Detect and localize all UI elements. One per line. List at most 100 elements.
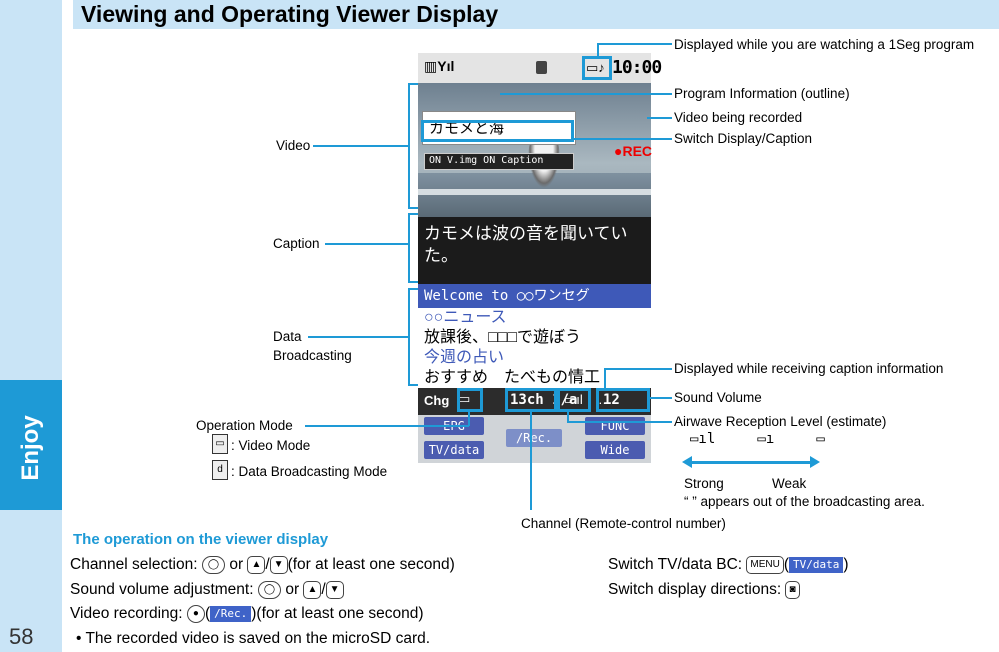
channel-selection-line: Channel selection: ◯ or ▲/▼(for at least… xyxy=(70,556,455,574)
volume-level: 12 xyxy=(603,392,620,408)
callout-line xyxy=(408,288,410,386)
strong-label: Strong xyxy=(684,476,724,491)
callout-line xyxy=(408,281,418,283)
channel-number: 13ch 1/a xyxy=(510,392,578,408)
data-line: ○○ニュース xyxy=(424,309,507,326)
weak-label: Weak xyxy=(772,476,807,491)
callout-caption-info: Displayed while receiving caption inform… xyxy=(674,361,944,376)
rec-badge: ●REC xyxy=(614,143,653,159)
out-of-area-note: “ ” appears out of the broadcasting area… xyxy=(684,494,925,509)
switch-dir-line: Switch display directions: ◙ xyxy=(608,581,800,599)
sound-adjust-line: Sound volume adjustment: ◯ or ▲/▼ xyxy=(70,581,344,599)
caption-info-icon: … xyxy=(598,392,611,407)
caption-switch[interactable]: ON V.img ON Caption xyxy=(424,153,574,170)
data-line: Welcome to ○○ワンセグ xyxy=(418,284,651,308)
clock: 10:00 xyxy=(612,57,662,78)
callout-line xyxy=(408,213,418,215)
callout-caption: Caption xyxy=(273,236,320,251)
data-mode-icon: d xyxy=(212,460,228,480)
channel-highlight xyxy=(505,388,557,412)
callout-data: Data xyxy=(273,329,302,344)
callout-line xyxy=(647,117,672,119)
callout-operation-mode: Operation Mode xyxy=(196,418,293,433)
down-key-icon: ▼ xyxy=(325,581,344,599)
nav-key-icon: ◯ xyxy=(201,556,226,574)
data-mode-label: : Data Broadcasting Mode xyxy=(231,464,388,479)
reception-level-icons: ▭ıl ▭ı ▭ xyxy=(690,431,825,447)
switch-tv-line: Switch TV/data BC: MENU(TV/data) xyxy=(608,556,849,574)
callout-line xyxy=(574,138,672,140)
operation-heading: The operation on the viewer display xyxy=(73,531,329,548)
reception-highlight xyxy=(557,388,591,412)
menu-key-icon: MENU xyxy=(746,556,784,574)
callout-sound-volume: Sound Volume xyxy=(674,390,762,405)
volume-highlight xyxy=(596,388,650,412)
rec-softkey[interactable]: /Rec. xyxy=(506,429,562,447)
callout-video: Video xyxy=(276,138,311,153)
chg-label: Chg xyxy=(424,393,450,408)
strength-arrow xyxy=(682,456,820,468)
callout-line xyxy=(408,384,418,386)
callout-line xyxy=(468,412,470,426)
railing-image xyxy=(418,189,651,195)
section-label: Enjoy xyxy=(17,415,44,481)
down-key-icon: ▼ xyxy=(269,556,288,574)
callout-line xyxy=(604,368,606,388)
callout-switch-caption: Switch Display/Caption xyxy=(674,131,813,146)
video-mode-label: : Video Mode xyxy=(231,438,311,453)
title-bar: Viewing and Operating Viewer Display xyxy=(73,0,999,29)
callout-oneseg: Displayed while you are watching a 1Seg … xyxy=(674,37,975,52)
up-key-icon: ▲ xyxy=(303,581,322,599)
callout-line xyxy=(408,213,410,283)
callout-video-recorded: Video being recorded xyxy=(674,110,803,125)
reception-level-icon: ▭ıl xyxy=(564,392,583,407)
up-key-icon: ▲ xyxy=(247,556,266,574)
nav-key-icon: ◯ xyxy=(257,581,282,599)
page-number: 58 xyxy=(9,624,34,649)
microsd-icon xyxy=(536,61,547,74)
callout-line xyxy=(313,145,408,147)
caption-switch-highlight xyxy=(421,120,574,142)
callout-line xyxy=(597,43,599,57)
note: • The recorded video is saved on the mic… xyxy=(76,630,431,647)
video-recording-line: Video recording: ●(/Rec.)(for at least o… xyxy=(70,605,424,623)
status-bar: ▥Yıl ▭♪ 10:00 xyxy=(418,53,662,83)
callout-line xyxy=(567,421,672,423)
wide-softkey[interactable]: Wide xyxy=(585,441,645,459)
side-tab xyxy=(0,0,62,652)
signal-icon: ▥Yıl xyxy=(424,58,455,74)
callout-line xyxy=(650,397,672,399)
mode-highlight xyxy=(457,388,483,412)
data-line: 今週の占い xyxy=(424,349,505,366)
tvdata-key-icon: TV/data xyxy=(789,557,844,573)
center-key-icon: ● xyxy=(186,605,205,623)
callout-airwave: Airwave Reception Level (estimate) xyxy=(674,414,887,429)
callout-line xyxy=(408,83,418,85)
tvdata-softkey[interactable]: TV/data xyxy=(424,441,484,459)
oneseg-icon: ▭♪ xyxy=(586,60,605,75)
callout-line xyxy=(567,412,569,422)
callout-line xyxy=(408,207,418,209)
callout-line xyxy=(597,43,672,45)
callout-line xyxy=(408,288,418,290)
rec-key-icon: /Rec. xyxy=(210,606,252,622)
data-broadcasting-area[interactable]: Welcome to ○○ワンセグ ○○ニュース 放課後、□□□で遊ぼう 今週の… xyxy=(418,284,651,388)
camera-key-icon: ◙ xyxy=(785,581,800,599)
callout-line xyxy=(408,83,410,209)
callout-channel: Channel (Remote-control number) xyxy=(521,516,726,531)
callout-line xyxy=(530,412,532,510)
oneseg-highlight xyxy=(582,56,612,80)
caption-line: カモメは波の音を聞いてい xyxy=(424,224,628,243)
caption-area: カモメは波の音を聞いてい た。 xyxy=(418,217,651,284)
data-line: 放課後、□□□で遊ぼう xyxy=(424,329,581,346)
data-line: おすすめ たべもの情工 xyxy=(424,369,601,386)
callout-line xyxy=(604,368,672,370)
page-title: Viewing and Operating Viewer Display xyxy=(81,1,499,27)
func-softkey[interactable]: FUNC xyxy=(585,417,645,435)
video-mode-icon: ▭ xyxy=(212,434,228,454)
video-area: カモメと海 ●REC ON V.img ON Caption xyxy=(418,83,653,217)
softkey-bar: EPG FUNC TV/data Wide /Rec. xyxy=(418,415,651,463)
operation-mode-icon: ▭ xyxy=(458,391,471,406)
callout-line xyxy=(308,336,408,338)
section-tab xyxy=(0,380,62,510)
